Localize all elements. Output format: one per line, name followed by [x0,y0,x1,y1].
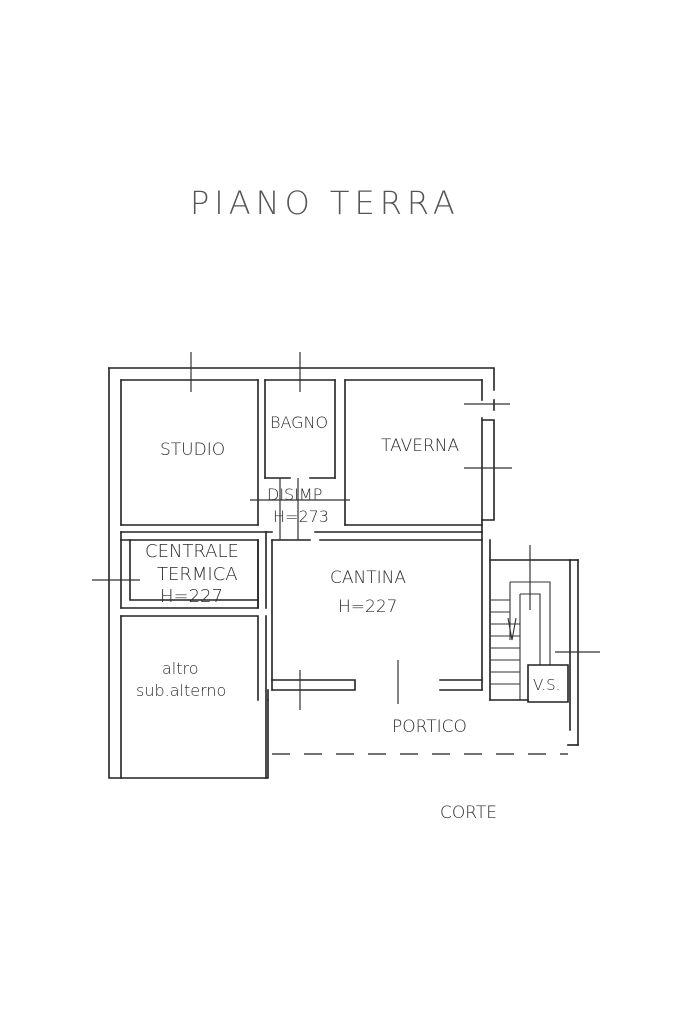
room-height-cantina: H=227 [338,597,397,617]
room-label-vs: V.S. [533,676,560,694]
room-label-subalterno: sub.alterno [136,681,226,700]
staircase [489,559,579,746]
room-label-altro: altro [162,659,199,678]
room-label-studio: STUDIO [160,440,225,460]
walls [108,367,495,779]
area-label-corte: CORTE [440,803,497,823]
plan-title: PIANO TERRA [190,184,460,222]
room-height-centrale: H=227 [160,586,223,607]
room-label-cantina: CANTINA [330,568,406,588]
room-label-termica: TERMICA [157,564,238,585]
dimension-ticks [92,352,600,710]
room-label-centrale: CENTRALE [145,541,239,562]
room-height-disimp: H=273 [273,507,329,526]
area-label-portico: PORTICO [392,717,467,737]
room-label-taverna: TAVERNA [381,436,460,456]
room-label-disimp: DISIMP [267,485,322,504]
room-label-bagno: BAGNO [270,413,328,432]
